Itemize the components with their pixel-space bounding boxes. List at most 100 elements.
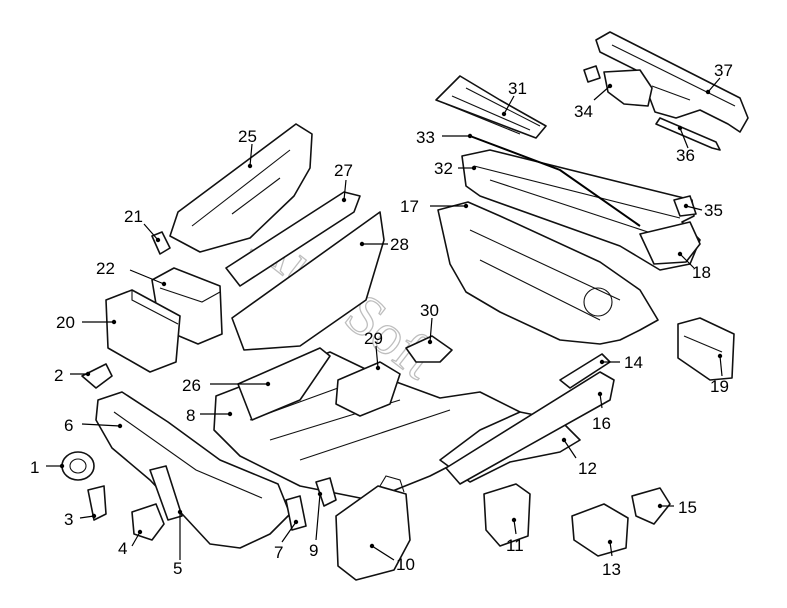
svg-text:19: 19 <box>710 377 729 396</box>
svg-text:28: 28 <box>390 235 409 254</box>
part-bracket-2 <box>81 363 113 389</box>
callout-9: 9 <box>309 491 323 560</box>
svg-text:14: 14 <box>624 353 643 372</box>
part-crossmember-6 <box>95 391 291 549</box>
part-cowl-panel-32 <box>461 149 701 271</box>
callout-6: 6 <box>64 416 123 435</box>
part-battery-tray-20 <box>105 289 181 373</box>
part-bulkhead-25 <box>169 123 313 253</box>
callout-18: 18 <box>677 251 711 282</box>
callout-36: 36 <box>676 125 695 165</box>
callout-10: 10 <box>369 543 415 574</box>
svg-text:20: 20 <box>56 313 75 332</box>
callout-30: 30 <box>420 301 439 345</box>
callout-16: 16 <box>592 391 611 433</box>
svg-text:6: 6 <box>64 416 73 435</box>
callout-28: 28 <box>359 235 409 254</box>
part-wiper-linkage-37 <box>595 31 749 133</box>
svg-text:4: 4 <box>118 539 127 558</box>
svg-text:1: 1 <box>30 458 39 477</box>
svg-text:27: 27 <box>334 161 353 180</box>
svg-text:29: 29 <box>364 329 383 348</box>
callout-35: 35 <box>683 201 723 220</box>
callout-37: 37 <box>705 61 733 95</box>
svg-text:35: 35 <box>704 201 723 220</box>
svg-text:18: 18 <box>692 263 711 282</box>
svg-text:21: 21 <box>124 207 143 226</box>
part-bracket-21 <box>151 231 171 255</box>
part-wiper-motor-34 <box>583 65 653 107</box>
part-firewall-17 <box>437 201 659 345</box>
svg-text:37: 37 <box>714 61 733 80</box>
part-sensor-15 <box>631 487 671 525</box>
callout-33: 33 <box>416 128 473 147</box>
callout-1: 1 <box>30 458 65 477</box>
svg-text:25: 25 <box>238 127 257 146</box>
callout-21: 21 <box>124 207 161 243</box>
callout-2: 2 <box>54 366 91 385</box>
svg-text:33: 33 <box>416 128 435 147</box>
callout-11: 11 <box>506 517 524 555</box>
callout-14: 14 <box>599 353 643 372</box>
svg-text:12: 12 <box>578 459 597 478</box>
svg-text:30: 30 <box>420 301 439 320</box>
callout-20: 20 <box>56 313 117 332</box>
part-bracket-13 <box>571 503 629 557</box>
callout-7: 7 <box>274 519 299 562</box>
callout-31: 31 <box>501 79 527 117</box>
callout-25: 25 <box>238 127 257 169</box>
svg-text:11: 11 <box>506 536 524 555</box>
part-pump-9 <box>315 477 337 507</box>
callout-29: 29 <box>364 329 383 371</box>
part-side-member-16 <box>445 371 615 485</box>
part-floor-support-29 <box>335 361 401 417</box>
part-washer-reservoir-10 <box>335 475 411 581</box>
svg-text:8: 8 <box>186 406 195 425</box>
svg-text:9: 9 <box>309 541 318 560</box>
svg-text:15: 15 <box>678 498 697 517</box>
svg-text:5: 5 <box>173 559 182 578</box>
part-bracket-5 <box>149 465 183 521</box>
part-weatherstrip-33 <box>469 135 641 227</box>
part-bracket-7 <box>285 495 307 531</box>
svg-text:31: 31 <box>508 79 527 98</box>
callout-19: 19 <box>710 353 729 396</box>
callout-27: 27 <box>334 161 353 203</box>
part-bracket-11 <box>483 483 531 547</box>
svg-text:36: 36 <box>676 146 695 165</box>
svg-text:3: 3 <box>64 510 73 529</box>
callout-4: 4 <box>118 529 143 558</box>
part-cowl-grille-31 <box>435 75 547 139</box>
svg-text:13: 13 <box>602 560 621 579</box>
callout-22: 22 <box>96 259 167 287</box>
svg-text:32: 32 <box>434 159 453 178</box>
part-bracket-3 <box>87 485 107 521</box>
part-rail-27 <box>225 191 361 287</box>
callout-5: 5 <box>173 509 182 578</box>
callout-34: 34 <box>574 83 613 121</box>
svg-text:2: 2 <box>54 366 63 385</box>
callout-3: 3 <box>64 510 97 529</box>
callout-15: 15 <box>657 498 697 517</box>
svg-text:17: 17 <box>400 197 419 216</box>
part-inner-panel-28 <box>231 211 385 351</box>
callout-32: 32 <box>434 159 477 178</box>
part-cowl-side-18 <box>639 221 701 265</box>
callout-26: 26 <box>182 376 271 395</box>
svg-text:10: 10 <box>396 555 415 574</box>
part-floor-tunnel-26 <box>237 347 331 421</box>
callout-13: 13 <box>602 539 621 579</box>
callout-12: 12 <box>561 437 597 478</box>
svg-text:22: 22 <box>96 259 115 278</box>
part-mount-4 <box>131 503 165 541</box>
part-module-19 <box>677 317 735 381</box>
callout-17: 17 <box>400 197 469 216</box>
svg-text:26: 26 <box>182 376 201 395</box>
svg-text:16: 16 <box>592 414 611 433</box>
svg-text:7: 7 <box>274 543 283 562</box>
part-wiper-rod-36 <box>655 117 721 151</box>
callout-8: 8 <box>186 406 233 425</box>
part-horn-1 <box>61 451 95 481</box>
svg-text:34: 34 <box>574 102 593 121</box>
